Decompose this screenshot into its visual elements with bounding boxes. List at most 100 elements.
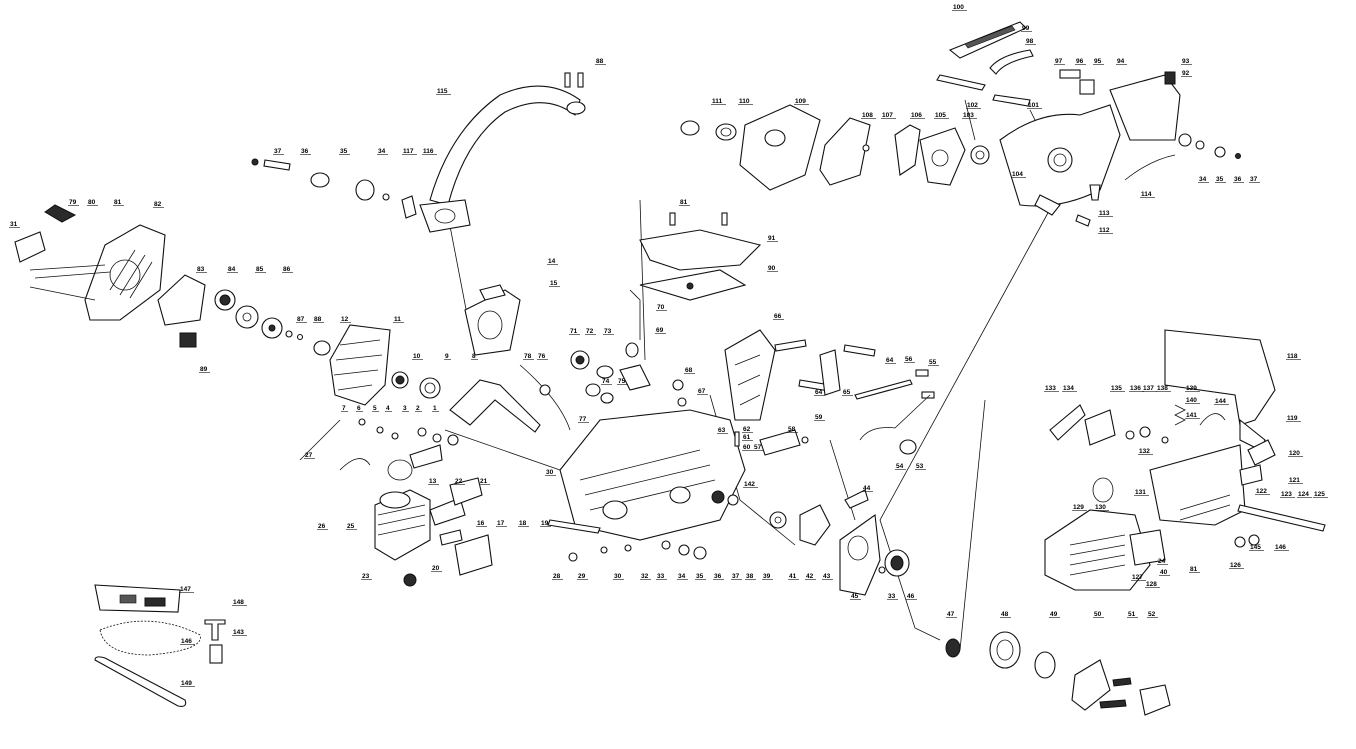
callout-123: 123 [1281,491,1292,498]
callout-136: 136 [1130,385,1141,392]
callout-89: 89 [200,366,208,373]
callout-19: 19 [541,520,549,527]
callout-97: 97 [1055,58,1063,65]
callout-46: 46 [907,593,915,600]
callout-124: 124 [1298,491,1309,498]
callout-65: 65 [843,389,851,396]
callout-113: 113 [1099,210,1110,217]
callout-23: 23 [362,573,370,580]
callout-66: 66 [774,313,782,320]
callout-71: 71 [570,328,578,335]
callout-107: 107 [882,112,893,119]
callout-110: 110 [739,98,750,105]
callout-28: 28 [553,573,561,580]
callout-2: 2 [416,405,420,412]
callout-44: 44 [863,485,871,492]
callout-6: 6 [357,405,361,412]
callout-146: 146 [181,638,192,645]
callout-14: 14 [548,258,556,265]
air-filter-group [680,104,990,191]
callout-74: 74 [602,378,610,385]
callout-128: 128 [1146,581,1157,588]
callout-26: 26 [318,523,326,530]
callout-88: 88 [596,58,604,65]
callout-34: 34 [1199,176,1207,183]
callout-8: 8 [472,353,476,360]
callout-72: 72 [586,328,594,335]
callout-9: 9 [445,353,449,360]
callout-1: 1 [433,405,437,412]
callout-21: 21 [480,478,488,485]
callout-81: 81 [114,199,122,206]
callout-51: 51 [1128,611,1136,618]
callout-30: 30 [546,469,554,476]
callout-32: 32 [641,573,649,580]
callout-36: 36 [1234,176,1242,183]
callout-138: 138 [1157,385,1168,392]
callout-29: 29 [578,573,586,580]
callout-86: 86 [283,266,291,273]
callout-108: 108 [862,112,873,119]
callout-91: 91 [768,235,776,242]
front-handle-group [251,72,586,233]
callout-96: 96 [1076,58,1084,65]
callout-101: 101 [1028,102,1039,109]
callout-36: 36 [714,573,722,580]
callout-85: 85 [256,266,264,273]
callout-56: 56 [905,356,913,363]
callout-131: 131 [1135,489,1146,496]
callout-106: 106 [911,112,922,119]
callout-115: 115 [437,88,448,95]
callout-148: 148 [233,599,244,606]
callout-73: 73 [604,328,612,335]
callout-98: 98 [1026,38,1034,45]
callout-70: 70 [657,304,665,311]
callout-54: 54 [896,463,904,470]
callout-37: 37 [1250,176,1258,183]
clutch-group [769,489,1171,716]
callout-63: 63 [718,427,726,434]
callout-80: 80 [88,199,96,206]
callout-129: 129 [1073,504,1084,511]
callout-122: 122 [1256,488,1267,495]
callout-60: 60 [743,444,751,451]
callout-33: 33 [657,573,665,580]
callout-31: 31 [10,221,18,228]
callout-67: 67 [698,388,706,395]
chain-cover-group [1044,329,1326,591]
callout-33: 33 [888,593,896,600]
callout-45: 45 [851,593,859,600]
callout-119: 119 [1287,415,1298,422]
callout-42: 42 [806,573,814,580]
callout-34: 34 [378,148,386,155]
callout-116: 116 [423,148,434,155]
callout-62: 62 [743,426,751,433]
crankcase-group [547,409,746,562]
callout-133: 133 [1045,385,1056,392]
callout-43: 43 [823,573,831,580]
callout-125: 125 [1314,491,1325,498]
callout-141: 141 [1186,412,1197,419]
callout-10: 10 [413,353,421,360]
callout-111: 111 [712,98,723,105]
callout-27: 27 [305,452,313,459]
callout-16: 16 [477,520,485,527]
callout-87: 87 [297,316,305,323]
callout-126: 126 [1230,562,1241,569]
callout-34: 34 [678,573,686,580]
callout-145: 145 [1250,544,1261,551]
callout-121: 121 [1289,477,1300,484]
callout-47: 47 [947,611,955,618]
callout-69: 69 [656,327,664,334]
callout-95: 95 [1094,58,1102,65]
callout-50: 50 [1094,611,1102,618]
callout-127: 127 [1132,574,1143,581]
callout-90: 90 [768,265,776,272]
callout-114: 114 [1141,191,1152,198]
callout-64: 64 [886,357,894,364]
callout-25: 25 [347,523,355,530]
callout-38: 38 [746,573,754,580]
callout-105: 105 [935,112,946,119]
callout-140: 140 [1186,397,1197,404]
